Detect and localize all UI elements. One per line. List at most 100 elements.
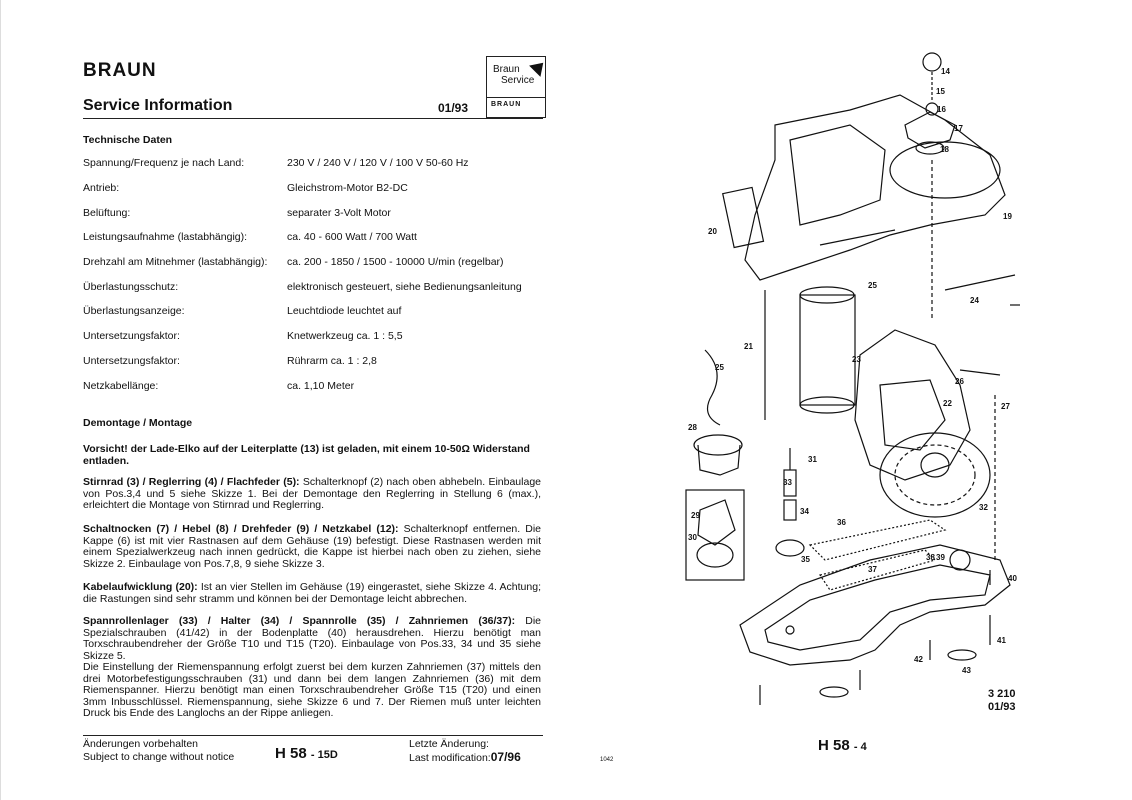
callout-label: 42 (914, 655, 923, 664)
callout-label: 21 (744, 342, 753, 351)
callout-label: 17 (954, 124, 963, 133)
spec-value: separater 3-Volt Motor (287, 207, 391, 219)
callout-label: 37 (868, 565, 877, 574)
spring-24 (944, 274, 1016, 291)
gear-wheel-32 (879, 432, 991, 518)
fan-30 (696, 542, 734, 568)
paragraph: Schaltnocken (7) / Hebel (8) / Drehfeder… (83, 523, 542, 570)
spec-label: Untersetzungsfaktor: (83, 330, 180, 342)
braun-service-badge: Braun Service BRAUN (486, 56, 549, 118)
paragraph-body: Schalterknopf (2) nach oben abhebeln. Ei… (83, 476, 541, 511)
spec-value: 230 V / 240 V / 120 V / 100 V 50-60 Hz (287, 157, 469, 169)
specs-heading: Technische Daten (83, 134, 173, 146)
callout-label: 35 (801, 555, 810, 564)
header-rule (83, 118, 543, 119)
callout-label: 39 (936, 553, 945, 562)
callout-label: 18 (940, 145, 949, 154)
footer-rule (83, 735, 543, 736)
callout-label: 28 (688, 423, 697, 432)
spec-label: Untersetzungsfaktor: (83, 355, 180, 367)
paragraph-body: Die Spezialschrauben (41/42) in der Bode… (83, 615, 541, 662)
paragraph: Kabelaufwicklung (20): Ist an vier Stell… (83, 581, 541, 605)
callout-label: 19 (1003, 212, 1012, 221)
spec-label: Überlastungsschutz: (83, 281, 179, 293)
callout-label: 26 (955, 377, 964, 386)
spec-label: Belüftung: (83, 207, 131, 219)
spec-label: Überlastungsanzeige: (83, 305, 185, 317)
callout-label: 30 (688, 533, 697, 542)
gear-14 (922, 52, 942, 72)
foot (947, 649, 977, 661)
spec-value: ca. 1,10 Meter (287, 380, 355, 392)
code-sub: - 15D (310, 749, 338, 761)
paragraph-body: Die Einstellung der Riemenspannung erfol… (83, 661, 541, 719)
callout-label: 23 (852, 355, 861, 364)
belt-37 (819, 549, 937, 591)
changes-en: Subject to change without notice (83, 751, 235, 763)
callout-label: 27 (1001, 402, 1010, 411)
spec-label: Netzkabellänge: (83, 380, 159, 392)
lastmod-en: Last modification: (409, 752, 491, 764)
print-mark: 1042 (600, 757, 614, 763)
spec-value: elektronisch gesteuert, siehe Bedienungs… (287, 281, 522, 293)
document-code: H 58 - 15D (275, 745, 338, 762)
paragraph: Stirnrad (3) / Reglerring (4) / Flachfed… (83, 476, 541, 512)
ring-18 (915, 141, 945, 155)
part-17 (904, 111, 956, 149)
callout-label: 34 (800, 507, 809, 516)
braun-logo: BRAUN (83, 60, 157, 81)
upper-housing (744, 94, 1006, 281)
assembly-heading: Demontage / Montage (83, 417, 193, 429)
badge-line1: Braun (493, 64, 520, 75)
code-sub: - 4 (853, 741, 867, 753)
page-gutter (0, 0, 1, 800)
callout-label: 29 (691, 511, 700, 520)
callout-label: 32 (979, 503, 988, 512)
paragraph-body: Schalterknopf entfernen. Die Kappe (6) i… (83, 523, 542, 570)
motor-23 (799, 294, 856, 406)
badge-brand: BRAUN (491, 101, 522, 108)
spec-value: Knetwerkzeug ca. 1 : 5,5 (287, 330, 403, 342)
paragraph-lead: Stirnrad (3) / Reglerring (4) / Flachfed… (83, 476, 300, 488)
paragraph-lead: Spannrollenlager (33) / Halter (34) / Sp… (83, 615, 516, 627)
part-date: 01/93 (988, 701, 1016, 713)
belt-36 (808, 519, 947, 561)
part-no: 3 210 (988, 688, 1016, 700)
spec-label: Antrieb: (83, 182, 120, 194)
last-modification: Letzte Änderung: Last modification:07/96 (409, 738, 521, 765)
callout-label: 20 (708, 227, 717, 236)
callout-label: 15 (936, 87, 945, 96)
issue-date: 01/93 (438, 101, 469, 115)
holder-34 (783, 499, 797, 521)
warning-text: Vorsicht! der Lade-Elko auf der Leiterpl… (83, 443, 530, 467)
spec-value: Leuchtdiode leuchtet auf (287, 305, 402, 317)
callout-label: 43 (962, 666, 971, 675)
foot (819, 686, 849, 698)
fan-detail-box (685, 489, 745, 581)
callout-label: 38 (926, 553, 935, 562)
callout-label: 40 (1008, 574, 1017, 583)
code-main: H 58 (818, 737, 850, 754)
cable-winder-20 (722, 186, 765, 249)
callout-label: 41 (997, 636, 1006, 645)
page-title: Service Information (83, 97, 233, 114)
fan-28 (693, 434, 743, 456)
callout-label: 33 (783, 478, 792, 487)
base-plate-40 (739, 544, 1011, 666)
lastmod-value: 07/96 (490, 750, 521, 764)
ring-16 (925, 102, 939, 116)
gear-frame-22 (854, 329, 971, 481)
callout-label: 22 (943, 399, 952, 408)
callout-label: 25 (868, 281, 877, 290)
callout-label: 14 (941, 67, 950, 76)
badge-line2: Service (501, 75, 535, 86)
spec-value: ca. 200 - 1850 / 1500 - 10000 U/min (reg… (287, 256, 504, 268)
pulley-35 (775, 539, 805, 557)
fan-29 (697, 499, 736, 546)
changes-de: Änderungen vorbehalten (83, 738, 199, 750)
paragraph-lead: Kabelaufwicklung (20): (83, 581, 198, 593)
callout-label: 16 (937, 105, 946, 114)
spec-label: Spannung/Frequenz je nach Land: (83, 157, 245, 169)
callout-label: 36 (837, 518, 846, 527)
